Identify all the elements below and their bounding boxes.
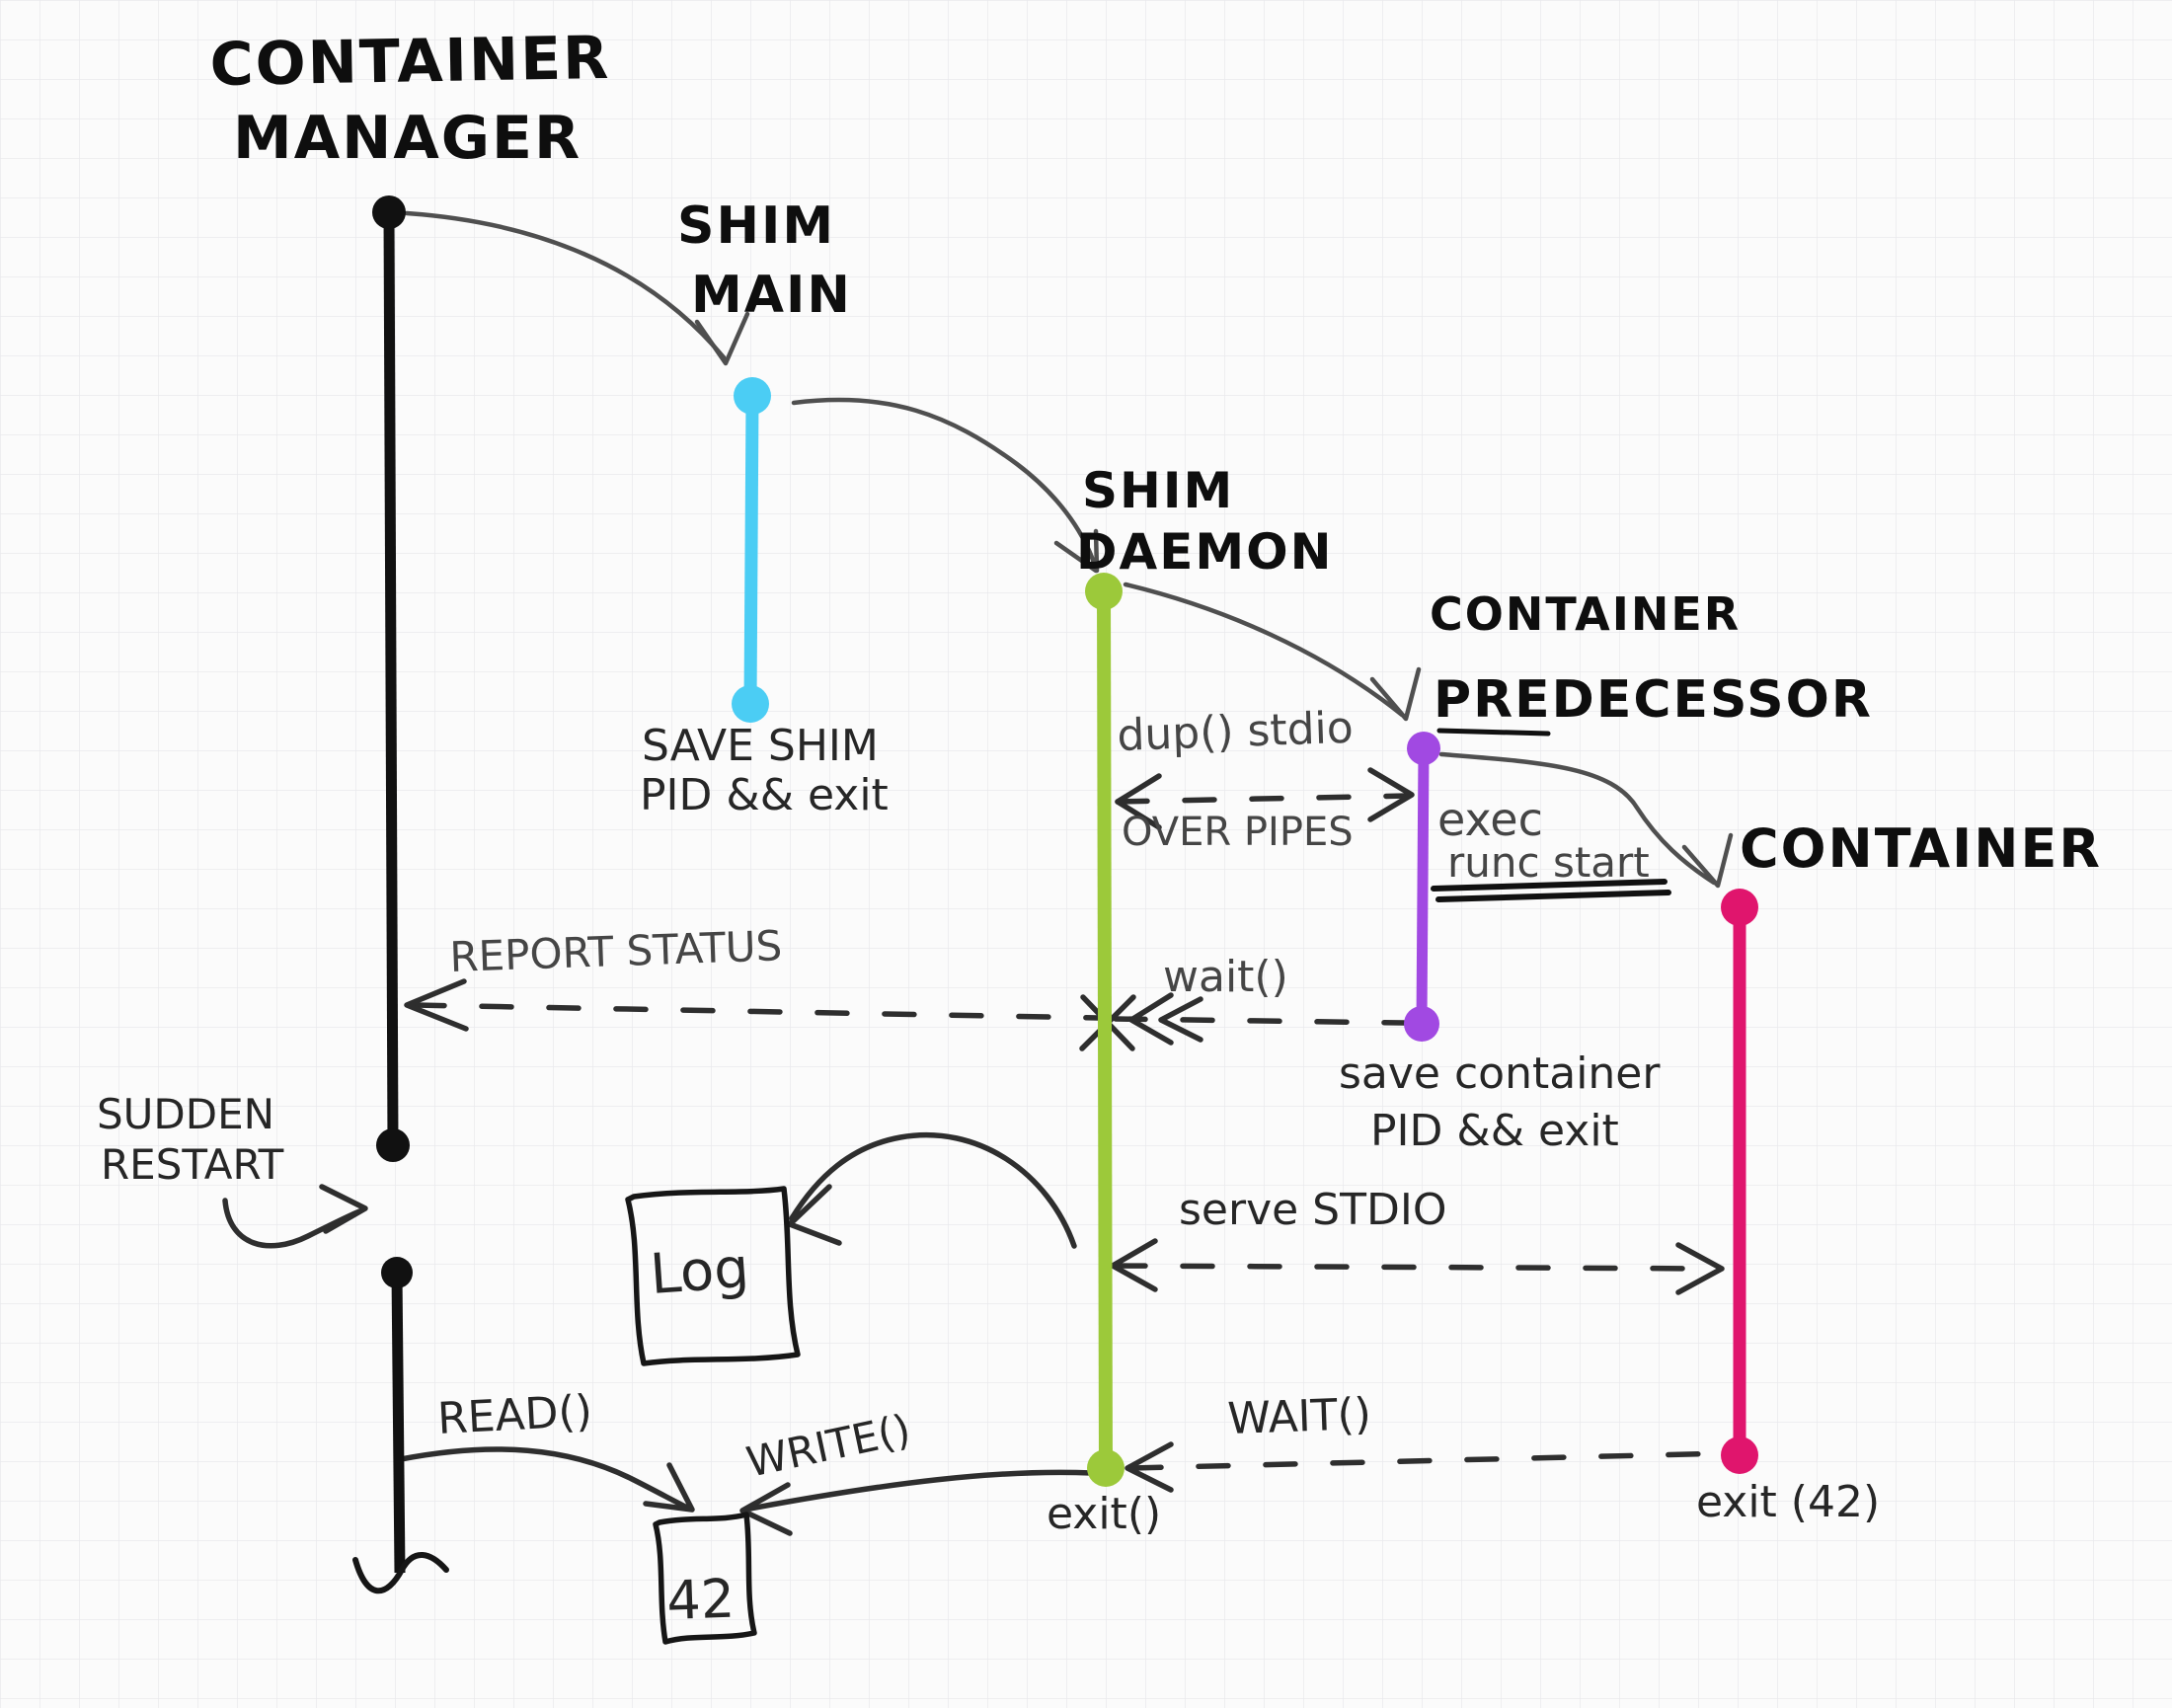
label-container-manager-line2: MANAGER <box>233 104 582 173</box>
manager-lifeline-segment-1 <box>383 214 399 1146</box>
manager-start-dot <box>372 195 406 229</box>
connector-shimmain-to-shimdaemon <box>791 397 1097 566</box>
shim-main-exit-dot <box>732 685 769 723</box>
label-shim-main-line1: SHIM <box>677 196 835 256</box>
container-start-dot <box>1721 889 1758 926</box>
connector-manager-to-shimmain <box>404 210 727 360</box>
arrowhead-log-icon <box>787 1184 842 1246</box>
arrowhead-report-status-icon <box>404 978 469 1032</box>
arrowhead-dup-right-icon <box>1367 767 1415 822</box>
arrowhead-predecessor-icon <box>1369 666 1422 722</box>
lifelines <box>352 195 1758 1594</box>
artifact-boxes <box>625 1186 801 1645</box>
label-exit-container: exit (42) <box>1696 1477 1880 1527</box>
label-read-call: READ() <box>436 1386 593 1444</box>
message-report-status-line <box>412 1002 1101 1021</box>
arrowhead-write-icon <box>739 1482 793 1536</box>
arrowhead-dup-left-icon <box>1115 773 1162 830</box>
arrowhead-wait-container-icon <box>1125 1441 1174 1493</box>
message-serve-stdio-line <box>1113 1263 1719 1272</box>
message-wait-shim-line <box>1113 1016 1407 1026</box>
label-container-line1: CONTAINER <box>1740 817 2102 880</box>
predecessor-start-dot <box>1407 732 1440 765</box>
message-dup-stdio-line <box>1115 793 1411 805</box>
manager-lifeline-segment-2 <box>391 1273 406 1574</box>
label-shim-daemon-line2: DAEMON <box>1076 523 1333 581</box>
connector-shimdaemon-to-predecessor <box>1123 582 1405 718</box>
arrowhead-wait-shim-icon <box>1128 992 1174 1046</box>
predecessor-lifeline <box>1416 749 1430 1024</box>
log-file-box <box>625 1186 801 1366</box>
label-shim-daemon-line1: SHIM <box>1082 462 1234 519</box>
arrowhead-shimmain-icon <box>694 311 750 366</box>
label-container-manager-line1: CONTAINER <box>209 24 611 100</box>
note-exec-line2: runc start <box>1447 838 1650 887</box>
label-exit-code-42: 42 <box>665 1568 736 1632</box>
manager-tail-squiggle <box>352 1552 449 1594</box>
note-exec-line1: exec <box>1437 793 1543 846</box>
manager-crash-dot <box>376 1128 410 1162</box>
exec-underline-1 <box>1431 879 1668 892</box>
message-wait-container-line <box>1128 1450 1731 1471</box>
predecessor-underline <box>1436 728 1551 737</box>
arrowhead-container-icon <box>1681 832 1734 889</box>
connector-daemon-to-log <box>789 1131 1077 1249</box>
lifeline-shim-daemon <box>1085 573 1125 1487</box>
container-exit-dot <box>1721 1436 1758 1474</box>
label-wait-container: WAIT() <box>1227 1389 1372 1444</box>
shim-main-lifeline <box>743 398 759 704</box>
note-save-shim-line2: PID && exit <box>640 770 889 820</box>
note-sudden-restart-line2: RESTART <box>101 1140 284 1189</box>
label-wait-shim: wait() <box>1163 952 1288 1002</box>
connector-predecessor-to-container <box>1438 751 1717 886</box>
shim-daemon-start-dot <box>1085 573 1123 610</box>
shim-daemon-lifeline <box>1097 591 1113 1469</box>
label-over-pipes: OVER PIPES <box>1122 810 1354 855</box>
label-log-box: Log <box>648 1236 750 1307</box>
exec-underline-2 <box>1435 890 1671 902</box>
note-save-container-line1: save container <box>1339 1048 1661 1099</box>
label-serve-stdio: serve STDIO <box>1179 1185 1446 1235</box>
manager-restart-dot <box>381 1257 413 1288</box>
arrowhead-read-icon <box>643 1462 695 1513</box>
lifeline-container-predecessor <box>1404 732 1440 1042</box>
exit-code-box <box>653 1512 757 1645</box>
arrowhead-serve-left-icon <box>1110 1238 1158 1292</box>
label-shim-main-line2: MAIN <box>691 266 852 325</box>
note-sudden-restart-line1: SUDDEN <box>97 1090 274 1138</box>
spawn-connectors <box>222 210 1734 1536</box>
arrowhead-wait-shim2-icon <box>1158 996 1203 1043</box>
label-container-predecessor-line2: PREDECESSOR <box>1434 670 1873 730</box>
lifeline-container-manager <box>352 195 449 1594</box>
shim-daemon-exit-dot <box>1087 1449 1125 1487</box>
label-report-status: REPORT STATUS <box>449 921 783 981</box>
lifeline-container <box>1721 889 1758 1474</box>
arrowhead-shimdaemon-icon <box>1053 528 1100 574</box>
note-save-container-line2: PID && exit <box>1370 1106 1619 1156</box>
note-save-shim-line1: SAVE SHIM <box>642 721 879 771</box>
label-container-predecessor-line1: CONTAINER <box>1430 587 1741 641</box>
connector-write-to-result <box>747 1469 1095 1512</box>
arrowhead-restart-icon <box>319 1184 368 1234</box>
label-dup-stdio: dup() stdio <box>1117 703 1355 761</box>
underlines <box>1431 728 1671 902</box>
arrowhead-serve-right-icon <box>1675 1242 1725 1295</box>
label-exit-shim: exit() <box>1047 1489 1161 1539</box>
dashed-messages <box>404 767 1731 1493</box>
shim-main-start-dot <box>734 377 771 415</box>
lifeline-shim-main <box>732 377 771 723</box>
predecessor-exit-dot <box>1404 1006 1439 1042</box>
connector-read-to-result <box>398 1446 692 1512</box>
